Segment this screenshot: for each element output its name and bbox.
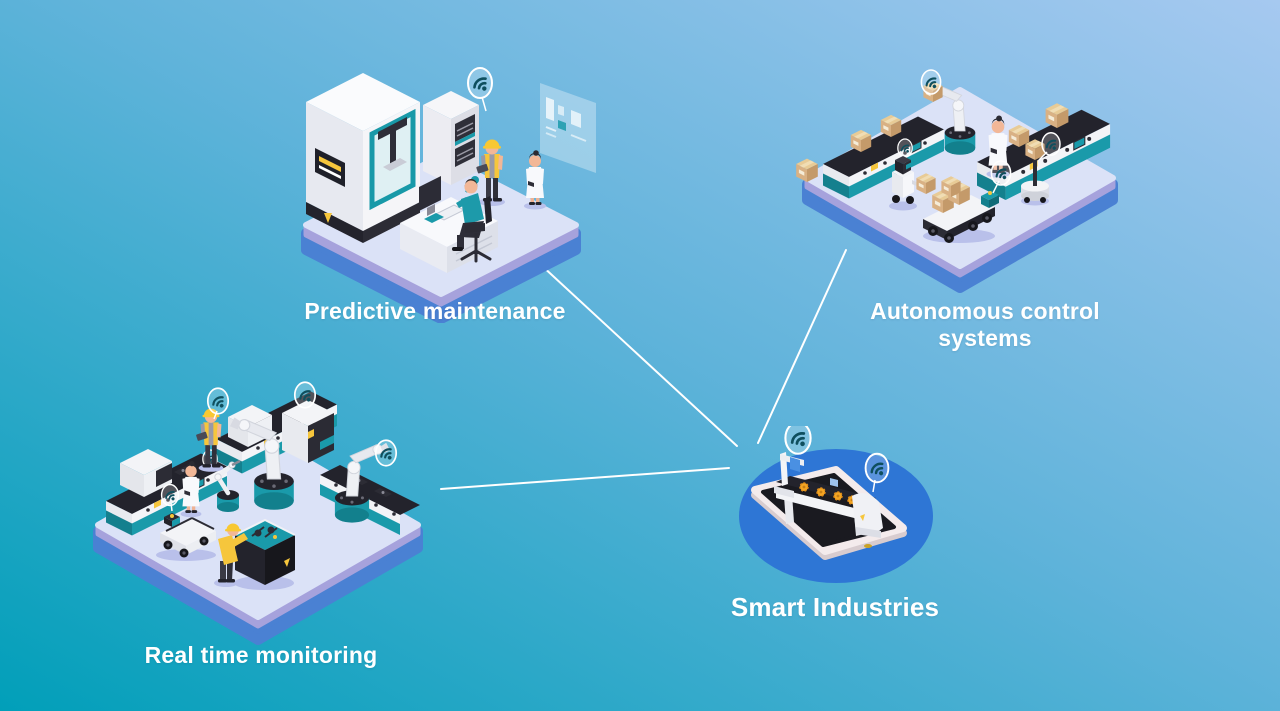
label-real-time-monitoring: Real time monitoring bbox=[144, 642, 378, 668]
inspection-arm bbox=[202, 449, 241, 512]
node-real-time-monitoring bbox=[68, 375, 428, 650]
cnc-machine bbox=[306, 73, 420, 243]
wifi-icon bbox=[784, 420, 812, 456]
holo-screen bbox=[540, 83, 596, 173]
wifi-icon bbox=[864, 452, 890, 484]
hub-conveyor bbox=[774, 420, 890, 538]
wifi-icon bbox=[293, 381, 317, 409]
line-worker bbox=[195, 387, 230, 472]
agv-cart bbox=[156, 483, 216, 561]
label-smart-industries: Smart Industries bbox=[730, 592, 940, 622]
agv-truck bbox=[923, 159, 1012, 243]
label-predictive-maintenance: Predictive maintenance bbox=[304, 298, 566, 324]
server-rack bbox=[423, 91, 479, 185]
wifi-icon bbox=[160, 483, 180, 507]
agv-robot bbox=[889, 156, 936, 211]
right-conveyor bbox=[320, 439, 420, 535]
wifi-icon bbox=[374, 439, 398, 467]
wifi-icon bbox=[1041, 131, 1061, 157]
seated-operator bbox=[452, 179, 492, 263]
back-left-conveyor bbox=[105, 449, 228, 536]
wifi-icon bbox=[920, 68, 942, 96]
agv-stacker bbox=[1021, 131, 1061, 206]
connector-hub-to-real-time-monitoring bbox=[440, 467, 730, 490]
wifi-icon bbox=[466, 66, 494, 100]
node-smart-industries-hub bbox=[724, 420, 944, 616]
maintenance-worker bbox=[466, 66, 505, 206]
node-predictive-maintenance bbox=[288, 53, 600, 324]
wifi-icon bbox=[990, 159, 1012, 187]
wifi-icon bbox=[897, 138, 913, 158]
label-autonomous-control-systems: Autonomous control systems bbox=[870, 298, 1100, 351]
node-autonomous-control-systems bbox=[795, 60, 1125, 305]
wifi-icon bbox=[206, 387, 230, 415]
control-station bbox=[234, 518, 296, 590]
station-worker bbox=[214, 523, 248, 587]
